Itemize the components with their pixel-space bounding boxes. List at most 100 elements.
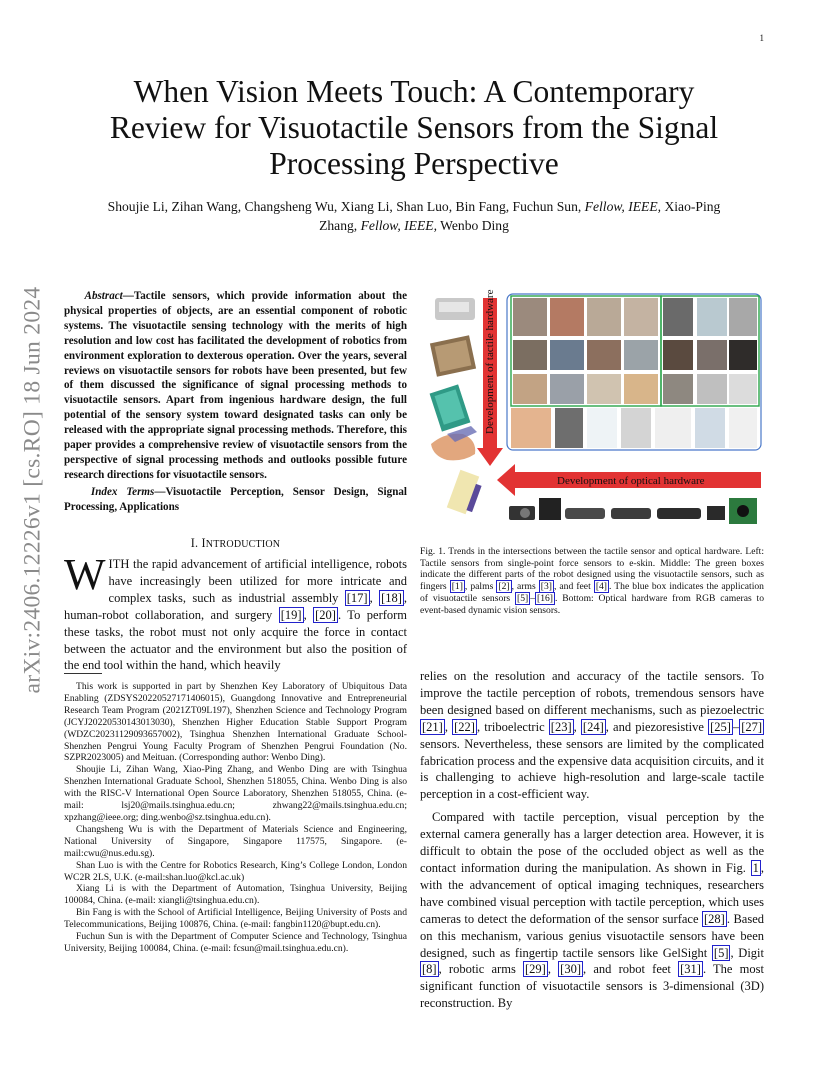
- body-text: . The most significant function of visuo…: [420, 962, 764, 1011]
- footnote: Shan Luo is with the Centre for Robotics…: [64, 859, 407, 883]
- citation-link[interactable]: [4]: [593, 580, 609, 594]
- tactile-axis-label: Development of tactile hardware: [484, 289, 496, 434]
- citation-link[interactable]: [27]: [739, 718, 765, 735]
- citation-link[interactable]: [21]: [420, 718, 445, 735]
- body-text: –: [732, 719, 740, 734]
- fellow-title: Fellow, IEEE,: [584, 199, 662, 214]
- citation-link[interactable]: [1]: [449, 580, 465, 594]
- figure-1-illustration: Development of tactile hardware: [429, 289, 762, 524]
- caption-text: , arms: [511, 581, 539, 593]
- citation-link[interactable]: [16]: [535, 591, 555, 605]
- footnote-divider: [64, 673, 102, 674]
- section-heading: I. INTRODUCTION: [64, 536, 407, 551]
- tactile-arrow: [483, 298, 497, 448]
- footnote: Bin Fang is with the School of Artificia…: [64, 907, 407, 931]
- footnotes: This work is supported in part by Shenzh…: [64, 681, 407, 955]
- optical-arrow: [515, 472, 761, 488]
- caption-text: . Bottom: Optical hardware from RGB came…: [420, 592, 764, 616]
- body-text: , with the advancement of optical imagin…: [420, 860, 764, 926]
- body-text: , Digit: [730, 945, 764, 960]
- citation-link[interactable]: [23]: [548, 718, 574, 735]
- body-text: , and robot feet: [583, 962, 679, 977]
- section-number: I.: [190, 536, 202, 550]
- arxiv-watermark: arXiv:2406.12226v1 [cs.RO] 18 Jun 2024: [10, 287, 56, 694]
- right-column-text: relies on the resolution and accuracy of…: [420, 668, 765, 1012]
- index-terms-dash: —: [154, 486, 166, 498]
- intro-text: ITH the rapid advancement of artificial …: [108, 557, 407, 605]
- title-line: When Vision Meets Touch: A Contemporary: [133, 74, 695, 109]
- paper-title: When Vision Meets Touch: A Contemporary …: [64, 74, 764, 182]
- fellow-title: Fellow, IEEE,: [360, 218, 437, 233]
- footnote: This work is supported in part by Shenzh…: [64, 681, 407, 764]
- citation-link[interactable]: [20]: [313, 606, 338, 623]
- intro-text: . To perform these tasks, the robot must…: [64, 607, 408, 673]
- index-terms: Index Terms—Visuotactile Perception, Sen…: [64, 485, 407, 515]
- authors-text: Xiao-Ping: [661, 199, 721, 214]
- body-text: ,: [444, 719, 453, 734]
- footnote: Xiang Li is with the Department of Autom…: [64, 883, 407, 907]
- citation-link[interactable]: [18]: [379, 589, 404, 606]
- author-list: Shoujie Li, Zihan Wang, Changsheng Wu, X…: [64, 197, 764, 235]
- figure-1: Development of tactile hardware: [427, 284, 764, 534]
- tactile-sensor-photos: [429, 298, 477, 461]
- index-terms-text: Visuotactile Perception, Sensor Design, …: [64, 486, 407, 513]
- section-first-letter: I: [201, 536, 206, 550]
- citation-link[interactable]: [29]: [523, 961, 548, 978]
- body-paragraph: Compared with tactile perception, visual…: [420, 809, 764, 1012]
- intro-text: ,: [303, 607, 314, 622]
- body-text: relies on the resolution and accuracy of…: [420, 669, 764, 717]
- citation-link[interactable]: [8]: [420, 961, 439, 978]
- footnote: Fuchun Sun is with the Department of Com…: [64, 931, 407, 954]
- section-title: NTRODUCTION: [205, 539, 281, 550]
- citation-link[interactable]: [5]: [711, 944, 731, 961]
- caption-text: . The blue box indicates the application…: [420, 581, 764, 604]
- body-text: sensors. Nevertheless, these sensors are…: [420, 736, 764, 802]
- figure-caption: Fig. 1. Trends in the intersections betw…: [420, 546, 764, 616]
- body-text: Compared with tactile perception, visual…: [420, 810, 764, 875]
- abstract-dash: —: [122, 290, 134, 302]
- authors-text: Zhang,: [319, 218, 361, 233]
- caption-text: , and feet: [553, 581, 594, 593]
- body-text: ,: [547, 962, 559, 977]
- citation-link[interactable]: [22]: [452, 718, 477, 735]
- body-text: , and piezoresistive: [605, 719, 709, 734]
- optical-hardware-photos: [446, 469, 757, 524]
- page-number: 1: [759, 33, 765, 43]
- citation-link[interactable]: [31]: [678, 961, 703, 978]
- authors-text: Shoujie Li, Zihan Wang, Changsheng Wu, X…: [107, 199, 585, 214]
- figure-link[interactable]: 1: [750, 859, 761, 876]
- arxiv-id: arXiv:2406.12226v1 [cs.RO] 18 Jun 2024: [19, 286, 46, 694]
- citation-link[interactable]: [19]: [278, 606, 304, 623]
- title-line: Review for Visuotactile Sensors from the…: [109, 110, 719, 145]
- caption-text: –: [530, 592, 536, 604]
- optical-axis-label: Development of optical hardware: [557, 475, 705, 487]
- abstract-label: Abstract: [84, 290, 123, 302]
- drop-cap: W: [64, 550, 106, 599]
- title-line: Processing Perspective: [269, 146, 559, 181]
- caption-text: , palms: [464, 581, 497, 593]
- body-text: , triboelectric: [476, 719, 549, 734]
- citation-link[interactable]: [5]: [515, 591, 531, 605]
- abstract: Abstract—Tactile sensors, which provide …: [64, 289, 407, 483]
- citation-link[interactable]: [17]: [344, 589, 370, 606]
- caption-text: Fig. 1. Trends in the intersections betw…: [420, 546, 764, 593]
- footnote: Changsheng Wu is with the Department of …: [64, 823, 407, 859]
- citation-link[interactable]: [3]: [538, 580, 554, 594]
- body-text: ,: [573, 719, 581, 734]
- citation-link[interactable]: [25]: [708, 718, 733, 735]
- authors-text: Wenbo Ding: [437, 218, 509, 233]
- robot-application-photos: [506, 293, 762, 451]
- citation-link[interactable]: [24]: [580, 718, 606, 735]
- citation-link[interactable]: [2]: [496, 580, 512, 594]
- body-text: . Based on this mechanism, various geniu…: [420, 911, 764, 960]
- abstract-text: Tactile sensors, which provide informati…: [64, 290, 407, 481]
- intro-text: , human-robot collaboration, and surgery: [64, 590, 408, 622]
- footnote: Shoujie Li, Zihan Wang, Xiao-Ping Zhang,…: [64, 764, 407, 823]
- intro-text: ,: [369, 590, 380, 605]
- index-terms-label: Index Terms: [90, 486, 155, 498]
- citation-link[interactable]: [28]: [702, 910, 727, 927]
- citation-link[interactable]: [30]: [558, 961, 583, 978]
- body-paragraph: relies on the resolution and accuracy of…: [420, 668, 765, 803]
- body-text: , robotic arms: [438, 962, 524, 977]
